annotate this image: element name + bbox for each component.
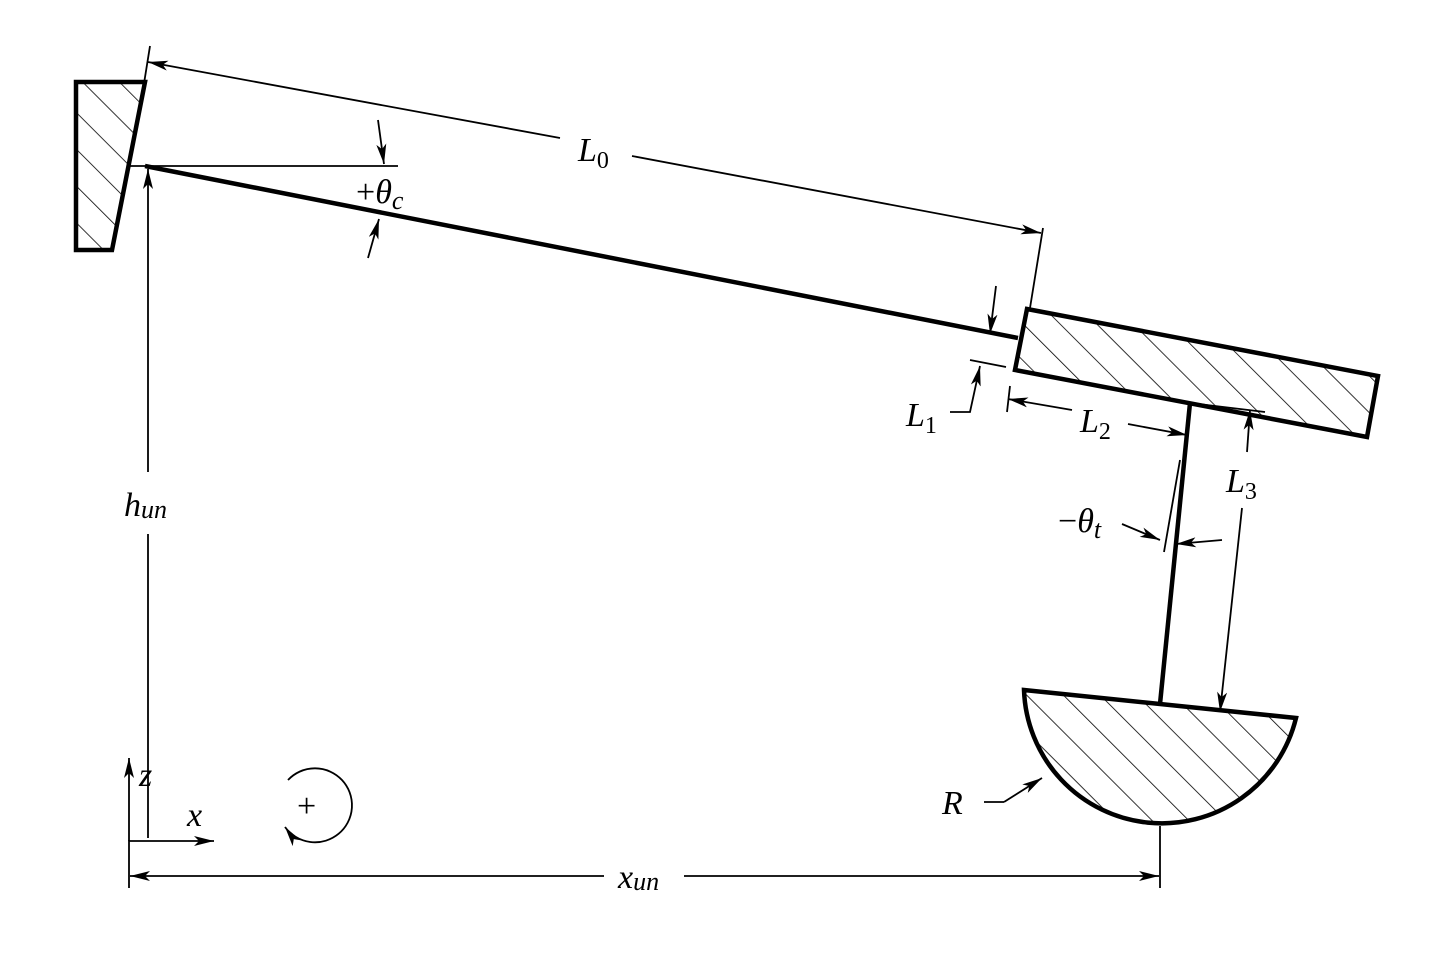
- l3-label: L3: [1225, 463, 1257, 505]
- h-un-label: hun: [124, 487, 167, 524]
- l0-extension-left: [141, 45, 151, 97]
- rotation-sign: +: [297, 788, 316, 825]
- l0-dimension-line-left: [147, 60, 561, 139]
- theta-t-label: −θt: [1058, 503, 1102, 544]
- theta-t-arrow-left: [1121, 523, 1161, 541]
- theta-t-arrow-right: [1175, 537, 1223, 548]
- l2-dimension-line-left: [1007, 397, 1073, 411]
- l2-dimension-line-right: [1127, 423, 1188, 437]
- l3-dimension-line: [1217, 507, 1243, 713]
- l2-label: L2: [1079, 403, 1111, 445]
- l0-dimension-line-right: [631, 155, 1042, 235]
- l1-label: L1: [905, 397, 937, 439]
- z-axis-label: z: [138, 757, 152, 794]
- x-axis-label: x: [186, 797, 202, 834]
- tether-rod: [1157, 402, 1193, 705]
- l0-label: L0: [577, 132, 609, 174]
- l0-extension-right: [1029, 227, 1044, 309]
- fixed-support-wedge: [73, 79, 148, 253]
- r-leader-arrow: [1003, 777, 1043, 803]
- intermediate-block: [1012, 306, 1381, 440]
- semicircular-mass: [1021, 687, 1299, 826]
- theta-c-arrow-top: [376, 119, 387, 165]
- x-un-label: xun: [617, 859, 659, 896]
- flexure-beam: [144, 163, 1019, 341]
- l1-extension-line: [969, 359, 1007, 368]
- rotation-arrow: [284, 767, 353, 847]
- l1-arrow-top: [987, 285, 998, 335]
- theta-c-arrow-bottom: [367, 218, 380, 259]
- r-label: R: [941, 785, 963, 822]
- theta-t-reference-line: [1163, 459, 1181, 553]
- l1-leader: [950, 365, 981, 413]
- l3-arrow-top: [1243, 409, 1254, 453]
- theta-c-label: +θc: [356, 174, 404, 215]
